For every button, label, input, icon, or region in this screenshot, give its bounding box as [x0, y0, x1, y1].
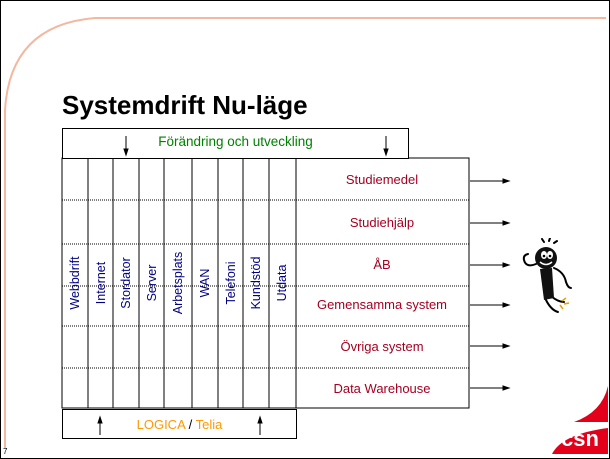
- provider-arrows: [97, 415, 263, 435]
- column-kundstod: Kundstöd: [249, 256, 263, 310]
- column-stordator: Stordator: [119, 257, 133, 309]
- cartoon-figure-icon: [522, 238, 572, 313]
- column-wan: WAN: [198, 268, 212, 298]
- column-arbetsplats: Arbetsplats: [171, 251, 185, 315]
- svg-text:csn: csn: [561, 426, 599, 451]
- output-arrows: [470, 178, 511, 391]
- column-webbdrift: Webbdrift: [68, 256, 82, 310]
- page-number: 7: [3, 447, 8, 456]
- column-internet: Internet: [94, 261, 108, 305]
- provider-logica: LOGICA: [136, 417, 186, 432]
- change-banner-label: Förändring och utveckling: [158, 134, 313, 149]
- banner-arrows: [123, 136, 389, 157]
- row-ab: ÅB: [373, 257, 391, 272]
- provider-box: LOGICA / Telia: [62, 409, 297, 439]
- row-studiemedel: Studiemedel: [345, 172, 419, 187]
- provider-label: LOGICA / Telia: [63, 417, 296, 432]
- csn-logo: csn: [552, 386, 608, 454]
- row-data-warehouse: Data Warehouse: [333, 381, 431, 396]
- provider-telia: Telia: [195, 417, 223, 432]
- column-server: Server: [145, 264, 159, 302]
- slide-title: Systemdrift Nu-läge: [62, 90, 308, 120]
- row-studiehjalp: Studiehjälp: [349, 215, 415, 230]
- row-ovriga-system: Övriga system: [340, 339, 424, 354]
- change-banner: Förändring och utveckling: [62, 128, 409, 159]
- column-utdata: Utdata: [275, 264, 289, 302]
- provider-separator: /: [185, 417, 196, 432]
- column-telefoni: Telefoni: [224, 261, 238, 305]
- row-gemensamma-system: Gemensamma system: [316, 297, 448, 312]
